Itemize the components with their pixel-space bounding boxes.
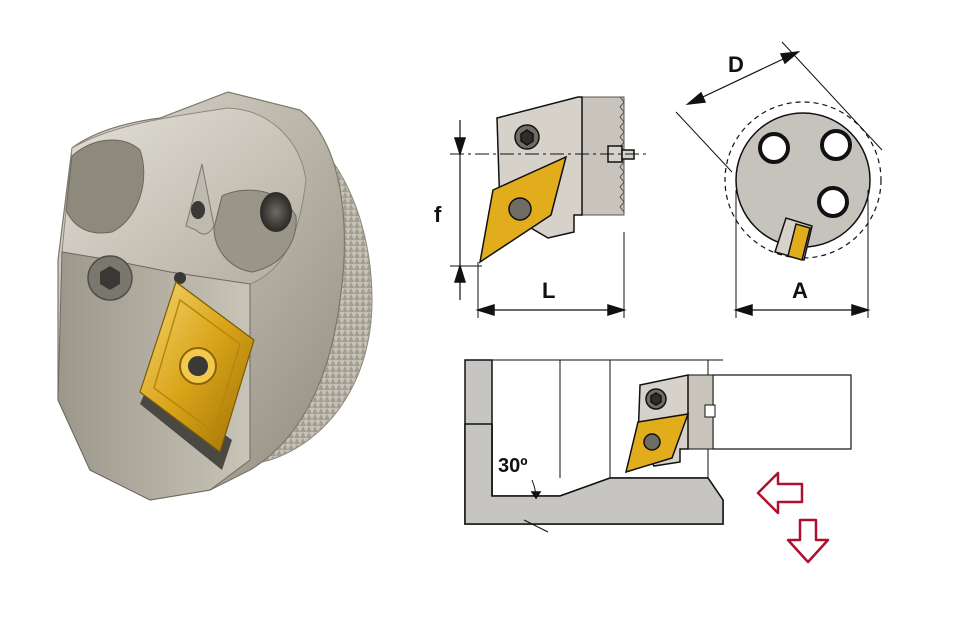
- bar-shank: [712, 374, 852, 450]
- workpiece-lower-wall: [464, 423, 724, 525]
- end-hole-3: [817, 186, 849, 218]
- end-view-drawing: [675, 41, 883, 318]
- end-hole-2: [820, 129, 852, 161]
- side-view-drawing: [450, 96, 648, 318]
- D-dim-line: [687, 51, 799, 105]
- insert-chipbreaker: [153, 298, 241, 434]
- bore-machining-drawing: [464, 359, 852, 533]
- D-arrow-2: [779, 50, 801, 65]
- D-ext-2: [781, 41, 883, 151]
- cone-hole: [191, 201, 205, 219]
- coolant-hole: [260, 192, 292, 232]
- L-arrow-right: [607, 303, 627, 317]
- angle-arrow-tip: [530, 491, 542, 500]
- feed-arrow-left-icon: [756, 471, 804, 515]
- chip-pocket-left: [65, 139, 145, 234]
- angle-leader: [523, 519, 549, 533]
- bar-coolant-notch: [704, 404, 716, 418]
- insert-hole-inner: [188, 356, 208, 376]
- D-arrow-1: [685, 91, 707, 106]
- hex-socket-icon: [100, 266, 120, 290]
- hex-socket-icon: [520, 129, 534, 146]
- bar-insert-hole: [643, 433, 661, 451]
- dimension-f-label: f: [434, 202, 442, 227]
- tool-head-render: [57, 91, 373, 501]
- end-hole-1: [758, 132, 790, 164]
- dimension-L-label: L: [542, 278, 555, 303]
- L-arrow-left: [475, 303, 495, 317]
- A-arrow-right: [851, 303, 871, 317]
- end-view-outline-dashed: [724, 101, 882, 259]
- side-insert-hole: [508, 197, 532, 221]
- A-arrow-left: [733, 303, 753, 317]
- f-arrow-top: [453, 137, 467, 157]
- coolant-cone: [185, 163, 215, 235]
- f-arrow-bottom: [453, 263, 467, 283]
- pin-hole: [174, 272, 186, 284]
- feed-arrow-down-icon: [786, 518, 830, 564]
- approach-angle-label: 30º: [498, 455, 528, 477]
- dimension-D-label: D: [728, 52, 744, 77]
- dimension-A-label: A: [792, 278, 808, 303]
- end-insert: [787, 223, 811, 261]
- feed-arrows: [756, 471, 830, 564]
- hex-socket-icon: [650, 392, 662, 406]
- D-ext-1: [675, 111, 733, 173]
